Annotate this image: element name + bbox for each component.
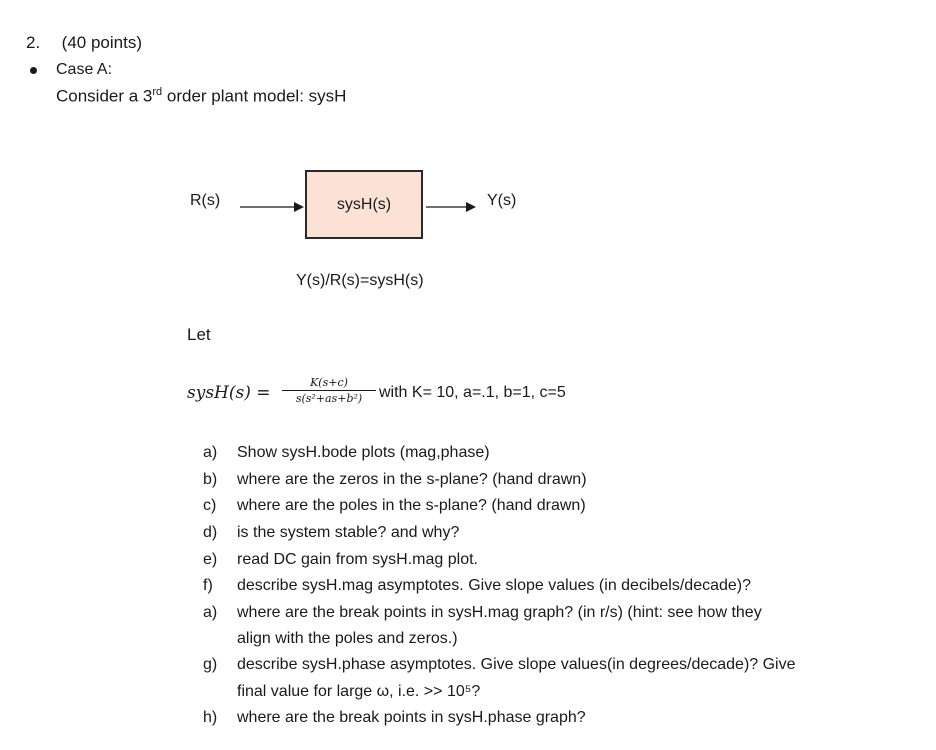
question-text: where are the poles in the s-plane? (han…: [237, 497, 586, 514]
question-text: Show sysH.bode plots (mag,phase): [237, 444, 490, 461]
question-text-continued: final value for large ω, i.e. >> 10⁵?: [237, 683, 481, 700]
question-text: is the system stable? and why?: [237, 524, 460, 541]
let-label: Let: [187, 325, 211, 344]
question-item: a) where are the break points in sysH.mag…: [203, 604, 762, 622]
question-item: h) where are the break points in sysH.pha…: [203, 709, 586, 727]
question-item: c) where are the poles in the s-plane? (h…: [203, 497, 586, 515]
parameter-values: with K= 10, a=.1, b=1, c=5: [379, 384, 566, 401]
question-text: read DC gain from sysH.mag plot.: [237, 551, 478, 568]
transfer-function-fraction: K(s+c) s(s²+as+b²): [282, 376, 376, 405]
problem-heading: 2. (40 points): [26, 33, 142, 53]
question-letter: h): [203, 709, 218, 726]
question-letter: g): [203, 656, 218, 673]
question-text: describe sysH.mag asymptotes. Give slope…: [237, 577, 752, 594]
question-item: e) read DC gain from sysH.mag plot.: [203, 551, 478, 569]
question-text: where are the zeros in the s-plane? (han…: [237, 471, 587, 488]
problem-points: (40 points): [61, 33, 142, 52]
case-label: Case A:: [56, 61, 113, 78]
question-letter: a): [203, 444, 218, 461]
question-letter: e): [203, 551, 218, 568]
transfer-equation: Y(s)/R(s)=sysH(s): [296, 272, 424, 289]
question-item: a) Show sysH.bode plots (mag,phase): [203, 444, 490, 462]
question-letter: f): [203, 577, 213, 594]
denominator: s(s²+as+b²): [295, 392, 363, 405]
question-text: describe sysH.phase asymptotes. Give slo…: [237, 656, 796, 673]
consider-prefix: Consider a 3: [56, 86, 153, 106]
plant-block: sysH(s): [305, 170, 423, 239]
output-arrow: [426, 202, 476, 212]
numerator: K(s+c): [282, 376, 376, 391]
question-item: b) where are the zeros in the s-plane? (h…: [203, 471, 587, 489]
input-arrow: [240, 202, 304, 212]
question-item: f) describe sysH.mag asymptotes. Give slo…: [203, 577, 751, 595]
question-letter: d): [203, 524, 218, 541]
plant-block-label: sysH(s): [336, 195, 392, 213]
input-label: R(s): [190, 192, 221, 209]
question-text: where are the break points in sysH.mag g…: [237, 604, 762, 621]
question-text-continued: align with the poles and zeros.): [237, 630, 458, 647]
question-item: g) describe sysH.phase asymptotes. Give s…: [203, 656, 796, 674]
consider-superscript: rd: [152, 86, 163, 98]
question-letter: c): [203, 497, 217, 514]
question-item: d) is the system stable? and why?: [203, 524, 459, 542]
consider-statement: Consider a 3rd order plant model: sysH: [56, 86, 346, 107]
bullet-icon: [30, 67, 37, 74]
equation-lhs: sysH(s) =: [187, 383, 271, 403]
consider-suffix: order plant model: sysH: [162, 86, 347, 106]
question-letter: a): [203, 604, 218, 621]
output-label: Y(s): [487, 192, 517, 209]
question-letter: b): [203, 471, 218, 488]
problem-number: 2.: [26, 33, 41, 52]
question-text: where are the break points in sysH.phase…: [237, 709, 586, 726]
